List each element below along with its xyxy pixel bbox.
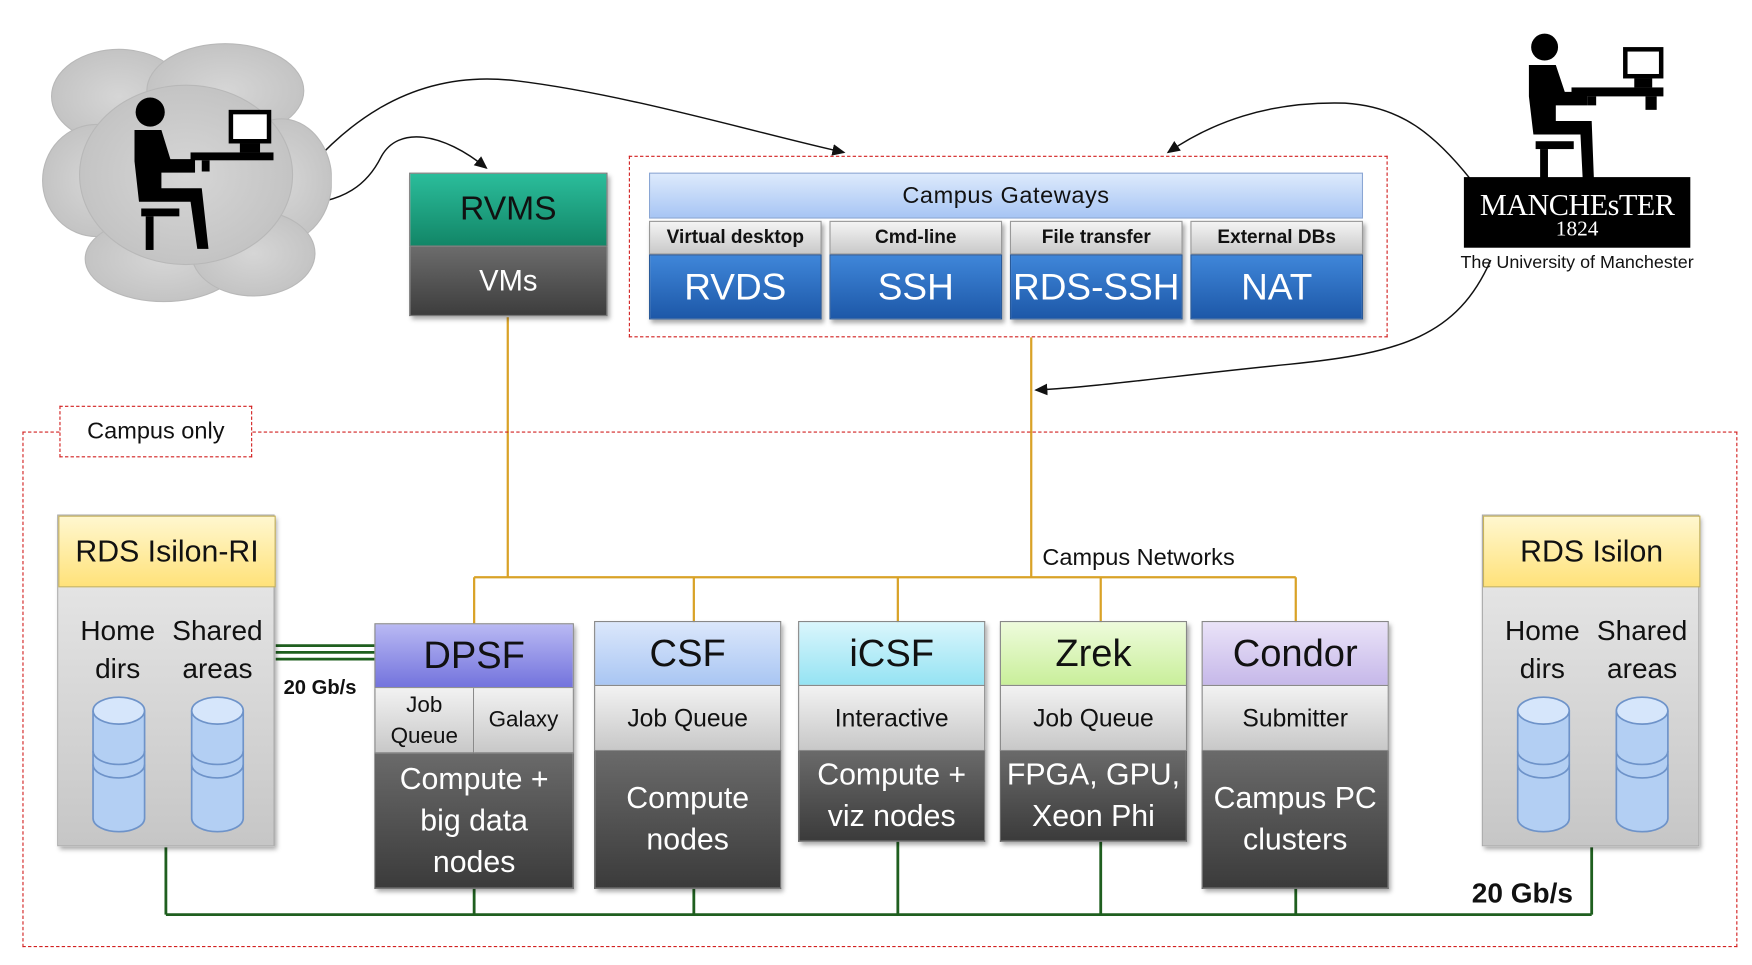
cluster-title: CSF — [594, 620, 782, 686]
cluster-job-queue: Job Queue — [374, 688, 475, 754]
cluster-job-queue: Job Queue — [999, 685, 1188, 752]
cluster-title: DPSF — [374, 623, 574, 689]
cluster-nodes: Campus PC clusters — [1201, 751, 1389, 889]
rvms-block: RVMS VMs — [409, 172, 608, 317]
nodes-line: Compute + — [399, 761, 549, 796]
gateway-body: NAT — [1190, 254, 1364, 320]
storage-rds-isilon: RDS Isilon Home dirs Shared areas — [1481, 514, 1701, 847]
storage-home-line: Home — [80, 615, 156, 647]
gateway-ssh: Cmd-line SSH — [829, 220, 1003, 320]
access-arrows — [282, 78, 1492, 396]
campus-only-region — [22, 431, 1738, 948]
gateway-body: RVDS — [649, 254, 822, 320]
speed-label-left: 20 Gb/s — [283, 675, 357, 699]
storage-network-lines — [164, 644, 1594, 917]
cluster-job-queue: Job Queue — [594, 685, 782, 752]
rvms-title: RVMS — [409, 172, 608, 247]
storage-shared-line: Shared — [1596, 615, 1688, 647]
cluster-nodes: Compute + big data nodes — [374, 753, 574, 889]
cluster-title: iCSF — [798, 620, 986, 686]
logo-caption: The University of Manchester — [1460, 253, 1694, 273]
gateway-body: RDS-SSH — [1009, 254, 1183, 320]
external-user-icon — [128, 94, 274, 251]
cluster-galaxy: Galaxy — [474, 688, 574, 754]
gateway-head: External DBs — [1190, 220, 1364, 255]
database-icon — [190, 696, 245, 833]
gateway-body: SSH — [829, 254, 1003, 320]
campus-gateways-border — [628, 155, 1388, 338]
cluster-icsf: iCSF Interactive Compute + viz nodes — [798, 620, 986, 842]
database-icon — [1615, 696, 1669, 833]
campus-network-lines — [473, 317, 1297, 624]
speed-label-right: 20 Gb/s — [1471, 877, 1573, 910]
campus-user-icon — [1520, 31, 1666, 180]
nodes-line: Compute + — [817, 757, 967, 792]
cluster-nodes: Compute + viz nodes — [798, 751, 986, 842]
storage-home-label: Home dirs — [1492, 612, 1593, 688]
logo-name: MANCHEsTER — [1479, 187, 1675, 222]
gateway-rvds: Virtual desktop RVDS — [649, 220, 822, 320]
cluster-condor: Condor Submitter Campus PC clusters — [1201, 620, 1389, 889]
storage-areas-line: areas — [182, 653, 253, 685]
cluster-zrek: Zrek Job Queue FPGA, GPU, Xeon Phi — [999, 620, 1188, 842]
storage-dirs-line: dirs — [95, 653, 141, 685]
rvms-vms: VMs — [409, 246, 608, 317]
cluster-title: Zrek — [999, 620, 1188, 686]
nodes-line: Campus PC — [1213, 781, 1377, 815]
nodes-line: clusters — [1243, 822, 1348, 857]
cluster-dpsf: DPSF Job Queue Galaxy Compute + big data… — [374, 623, 574, 889]
nodes-line: Compute — [626, 781, 750, 815]
nodes-line: Xeon Phi — [1032, 799, 1155, 833]
gateway-nat: External DBs NAT — [1190, 220, 1364, 320]
cluster-csf: CSF Job Queue Compute nodes — [594, 620, 782, 889]
storage-rds-isilon-ri: RDS Isilon-RI Home dirs Shared areas — [57, 514, 276, 847]
storage-dirs-line: dirs — [1519, 653, 1565, 685]
job-line: Job — [406, 692, 443, 717]
database-icon — [92, 696, 146, 833]
gateway-head: File transfer — [1009, 220, 1183, 255]
cluster-submitter: Submitter — [1201, 685, 1389, 752]
cluster-interactive: Interactive — [798, 685, 986, 752]
nodes-line: nodes — [432, 844, 516, 879]
storage-home-label: Home dirs — [67, 612, 168, 688]
nodes-line: big data — [420, 803, 528, 837]
campus-gateways-title: Campus Gateways — [649, 172, 1364, 219]
cluster-title: Condor — [1201, 620, 1389, 686]
gateway-rds-ssh: File transfer RDS-SSH — [1009, 220, 1183, 320]
database-icon — [1516, 696, 1571, 833]
campus-only-label: Campus only — [59, 405, 253, 458]
nodes-line: FPGA, GPU, — [1006, 757, 1181, 792]
storage-shared-label: Shared areas — [1591, 612, 1694, 688]
storage-shared-line: Shared — [172, 615, 263, 647]
gateway-head: Cmd-line — [829, 220, 1003, 255]
nodes-line: nodes — [646, 822, 729, 857]
storage-home-line: Home — [1504, 615, 1580, 647]
storage-shared-label: Shared areas — [166, 612, 269, 688]
cluster-nodes: Compute nodes — [594, 751, 782, 889]
logo-year: 1824 — [1555, 217, 1599, 241]
cluster-nodes: FPGA, GPU, Xeon Phi — [999, 751, 1188, 842]
storage-title: RDS Isilon-RI — [58, 515, 276, 588]
storage-areas-line: areas — [1607, 653, 1678, 685]
nodes-line: viz nodes — [827, 799, 956, 833]
university-logo: MANCHEsTER 1824 — [1463, 177, 1691, 248]
gateway-head: Virtual desktop — [649, 220, 822, 255]
campus-networks-label: Campus Networks — [1042, 544, 1235, 571]
storage-title: RDS Isilon — [1482, 515, 1701, 588]
queue-line: Queue — [390, 723, 458, 749]
